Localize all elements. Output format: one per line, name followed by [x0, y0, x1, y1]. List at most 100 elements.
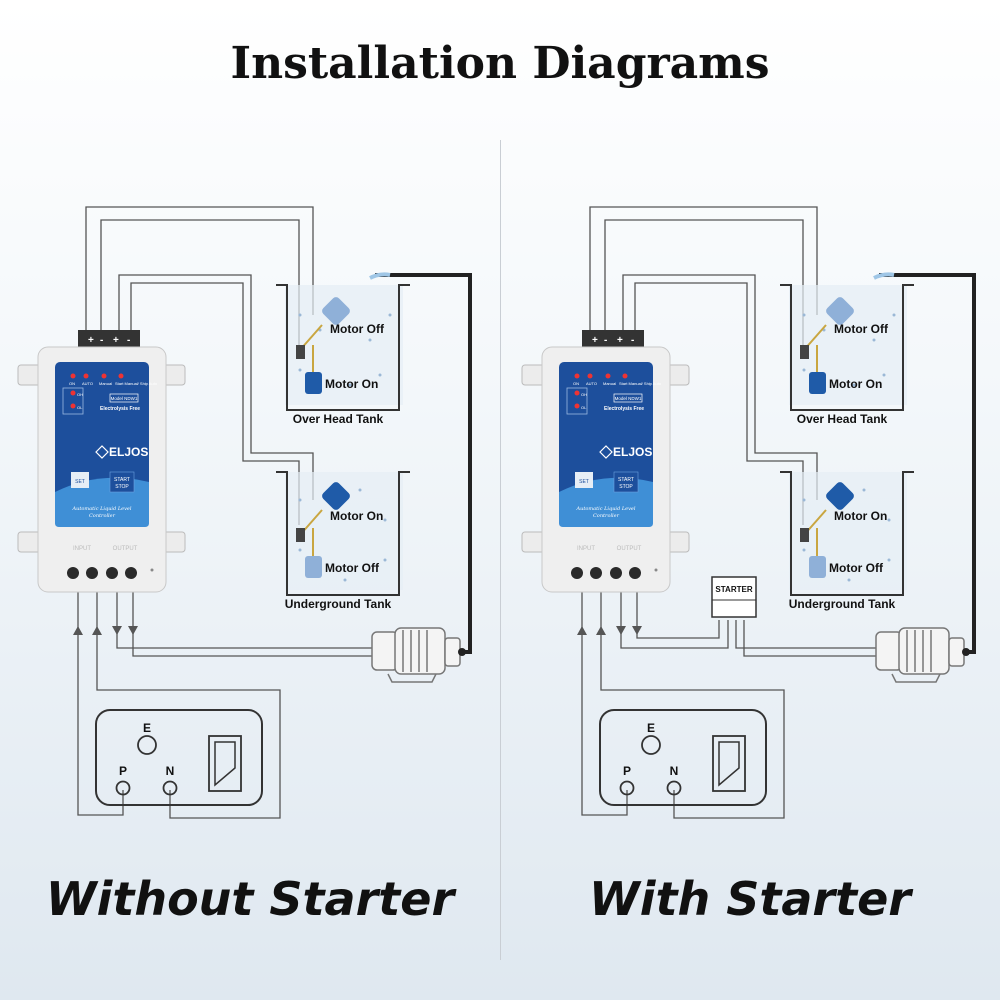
start-stop-button: [109, 471, 135, 493]
led-start-label: Start Manual/ Ship Auto: [115, 381, 158, 386]
led-oh-label: OH: [77, 392, 83, 397]
caption-with-starter: With Starter: [589, 872, 911, 926]
brand-logo-icon: [599, 445, 613, 459]
underground-float-bottom-label: Motor Off: [325, 561, 380, 575]
product-label-1: Automatic Liquid Level: [72, 506, 132, 512]
input-label: INPUT: [73, 546, 91, 552]
overhead-float-bottom-label: Motor On: [829, 377, 882, 391]
underground-float-top-label: Motor On: [330, 509, 383, 523]
float-switch-icon: [809, 372, 826, 394]
socket-earth-label: E: [647, 721, 655, 735]
start-label: START: [618, 477, 634, 483]
underground-tank: Motor On Motor Off Underground Tank: [276, 471, 410, 611]
underground-float-bottom-label: Motor Off: [829, 561, 884, 575]
overhead-tank: Motor Off Motor On Over Head Tank: [780, 272, 914, 426]
overhead-tank-label: Over Head Tank: [797, 412, 888, 426]
svg-text:+: +: [617, 335, 623, 346]
overhead-float-top-label: Motor Off: [330, 322, 385, 336]
brand-label: ELJOS: [613, 445, 652, 459]
panel-divider: [500, 140, 501, 960]
sensor-wires: [589, 206, 818, 525]
feature-label: Electrolysis Free: [100, 406, 140, 412]
power-socket: E P N: [599, 709, 767, 806]
led-on-label: ON: [573, 381, 579, 386]
overhead-tank: Motor Off Motor On Over Head Tank: [276, 272, 410, 426]
model-label: Model NDW1: [111, 396, 138, 401]
underground-tank-label: Underground Tank: [789, 597, 896, 611]
set-button-label: SET: [579, 479, 589, 485]
motor-icon: [371, 627, 466, 683]
diagram-without-starter: Motor Off Motor On Over Head Tank Motor …: [17, 206, 472, 819]
model-label: Model NDW1: [615, 396, 642, 401]
power-socket: E P N: [95, 709, 263, 806]
sensor-wires: [85, 206, 314, 525]
svg-text:-: -: [127, 335, 130, 346]
svg-text:-: -: [100, 335, 103, 346]
socket-phase-label: P: [119, 764, 127, 778]
start-stop-button: [613, 471, 639, 493]
float-switch-icon: [826, 297, 854, 325]
float-switch-icon: [305, 556, 322, 578]
diagram-with-starter: STARTER Motor Off Motor On Over Head Tan…: [521, 206, 976, 819]
brand-logo-icon: [95, 445, 109, 459]
led-ol-label: OL: [581, 405, 587, 410]
led-ol-label: OL: [77, 405, 83, 410]
panel-without-starter: Motor Off Motor On Over Head Tank Motor …: [0, 140, 500, 860]
starter-box: STARTER: [711, 576, 757, 618]
switch-icon: [208, 735, 242, 792]
bubbles: [298, 488, 387, 582]
panel-with-starter: STARTER Motor Off Motor On Over Head Tan…: [504, 140, 1000, 860]
starter-label: STARTER: [715, 585, 752, 594]
led-on-label: ON: [69, 381, 75, 386]
led-start-label: Start Manual/ Ship Auto: [619, 381, 662, 386]
output-label: OUTPUT: [113, 546, 138, 552]
overhead-float-top-label: Motor Off: [834, 322, 889, 336]
output-label: OUTPUT: [617, 546, 642, 552]
led-manual-label: Manual: [99, 381, 112, 386]
power-wires: [581, 590, 882, 819]
start-label: START: [114, 477, 130, 483]
product-label-2: Controller: [89, 513, 116, 519]
power-wires: [77, 590, 378, 819]
svg-text:+: +: [113, 335, 119, 346]
brand-label: ELJOS: [109, 445, 148, 459]
wire-arrows: [577, 626, 642, 635]
svg-text:-: -: [631, 335, 634, 346]
led-auto-label: AUTO: [82, 381, 93, 386]
controller: + - + - ON AUTO Manual Start Manual/ Shi…: [17, 330, 186, 593]
led-manual-label: Manual: [603, 381, 616, 386]
float-switch-icon: [305, 372, 322, 394]
set-button: [71, 472, 89, 488]
svg-text:+: +: [88, 335, 94, 346]
float-switch-icon: [809, 556, 826, 578]
float-switch-icon: [826, 482, 854, 510]
socket-neutral-label: N: [166, 764, 175, 778]
product-label-2: Controller: [593, 513, 620, 519]
input-label: INPUT: [577, 546, 595, 552]
motor-icon: [875, 627, 970, 683]
caption-without-starter: Without Starter: [45, 872, 455, 926]
led-auto-label: AUTO: [586, 381, 597, 386]
overhead-tank-label: Over Head Tank: [293, 412, 384, 426]
underground-tank-label: Underground Tank: [285, 597, 392, 611]
set-button: [575, 472, 593, 488]
socket-phase-label: P: [623, 764, 631, 778]
set-button-label: SET: [75, 479, 85, 485]
svg-text:-: -: [604, 335, 607, 346]
product-label-1: Automatic Liquid Level: [576, 506, 636, 512]
socket-neutral-label: N: [670, 764, 679, 778]
float-switch-icon: [322, 297, 350, 325]
underground-float-top-label: Motor On: [834, 509, 887, 523]
page-title: Installation Diagrams: [230, 38, 770, 89]
svg-text:+: +: [592, 335, 598, 346]
bubbles: [802, 488, 891, 582]
stop-label: STOP: [115, 484, 129, 490]
switch-icon: [712, 735, 746, 792]
wire-arrows: [73, 626, 138, 635]
controller: + - + - ON AUTO Manual Start Manual/ Shi…: [521, 330, 690, 593]
float-switch-icon: [322, 482, 350, 510]
socket-earth-label: E: [143, 721, 151, 735]
feature-label: Electrolysis Free: [604, 406, 644, 412]
overhead-float-bottom-label: Motor On: [325, 377, 378, 391]
led-oh-label: OH: [581, 392, 587, 397]
